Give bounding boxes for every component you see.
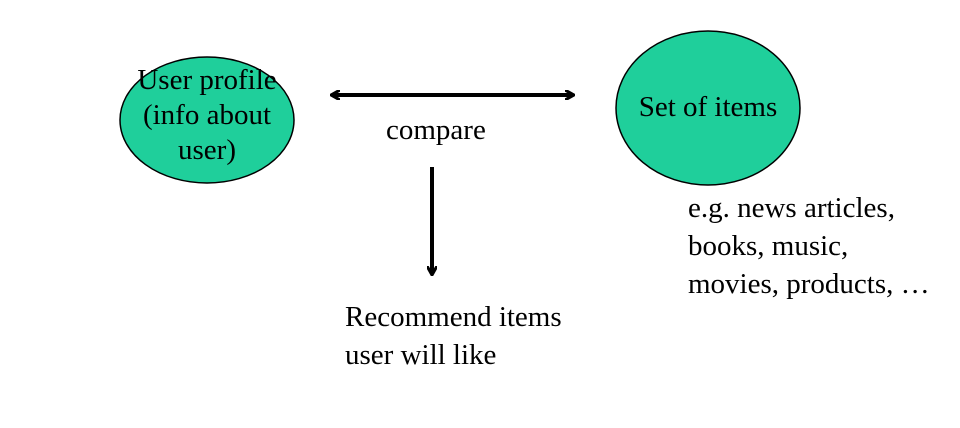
recommend-line-2: user will like — [345, 339, 497, 371]
items-examples-line-2: books, music, — [688, 230, 849, 262]
user-profile-ellipse — [119, 56, 295, 184]
user-profile-line-2: (info about — [142, 99, 272, 131]
user-profile-line-3: user) — [178, 134, 236, 166]
recommend-line-1: Recommend items — [345, 301, 562, 333]
items-examples-line-1: e.g. news articles, — [688, 192, 895, 224]
set-of-items-ellipse — [615, 30, 801, 186]
user-profile-label: User profile (info about user) — [120, 63, 294, 168]
items-examples-text: e.g. news articles, books, music, movies… — [688, 189, 930, 303]
items-examples-line-3: movies, products, … — [688, 268, 930, 300]
recommend-text: Recommend items user will like — [345, 298, 562, 374]
compare-label: compare — [386, 114, 486, 146]
user-profile-line-1: User profile — [137, 64, 277, 96]
set-of-items-label: Set of items — [638, 91, 778, 123]
